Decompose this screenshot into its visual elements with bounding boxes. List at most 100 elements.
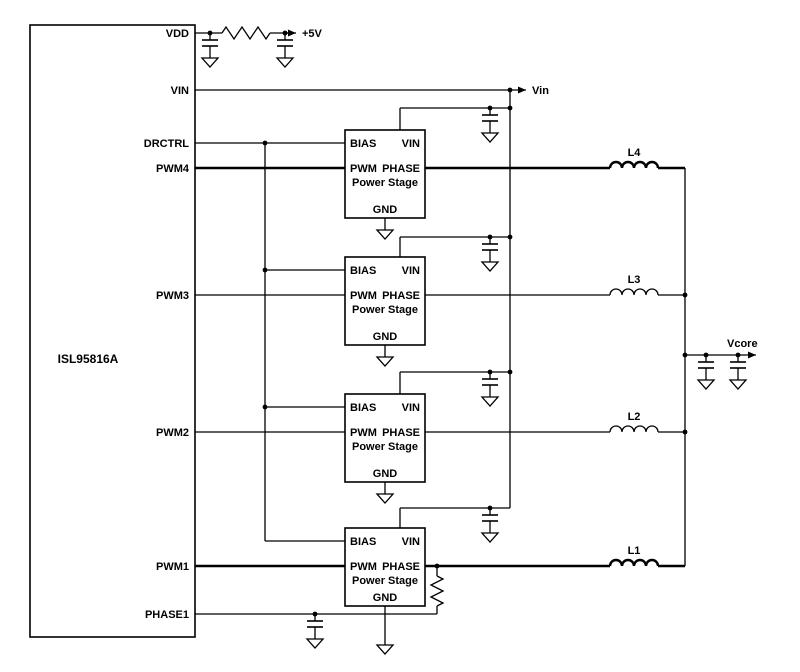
vdd-filter-network: +5V	[195, 25, 323, 68]
pin-label-pwm: PWM	[350, 427, 377, 439]
capacitor-icon	[276, 32, 294, 54]
junction-dot	[262, 267, 268, 273]
junction-dot	[507, 234, 513, 240]
pin-label-phase1: PHASE1	[145, 609, 189, 621]
ground-icon	[276, 52, 294, 68]
controller-outline	[29, 24, 196, 638]
controller-chip: ISL95816A VDD VIN DRCTRL PWM4 PWM3 PWM2 …	[29, 24, 196, 638]
pin-label-gnd: GND	[373, 592, 398, 604]
power-stage-2: BIAS VIN PWM PHASE Power Stage GND	[344, 393, 426, 504]
junction-dot	[487, 105, 493, 111]
phase-output-l2: L2	[425, 411, 685, 433]
power-stage-title: Power Stage	[352, 575, 418, 587]
inductor-label-l2: L2	[628, 411, 641, 423]
controller-name: ISL95816A	[58, 352, 119, 366]
pin-label-pwm1: PWM1	[156, 561, 189, 573]
pin-label-bias: BIAS	[350, 402, 376, 414]
power-stage-4: BIAS VIN PWM PHASE Power Stage GND	[344, 129, 426, 240]
resistor-icon	[221, 25, 271, 41]
power-stage-3: BIAS VIN PWM PHASE Power Stage GND	[344, 256, 426, 367]
junction-dot	[507, 105, 513, 111]
ground-icon	[376, 488, 394, 504]
pin-label-vin: VIN	[402, 402, 420, 414]
junction-dot	[434, 563, 440, 569]
junction-dot	[207, 30, 213, 36]
pin-label-pwm: PWM	[350, 163, 377, 175]
pin-label-bias: BIAS	[350, 265, 376, 277]
pin-label-vin: VIN	[402, 138, 420, 150]
ground-icon	[306, 633, 324, 649]
capacitor-icon	[729, 354, 747, 376]
junction-dot	[262, 140, 268, 146]
ground-icon	[481, 256, 499, 272]
phase-output-l1: L1	[425, 545, 685, 568]
pin-label-phase: PHASE	[382, 163, 420, 175]
pin-label-pwm4: PWM4	[156, 163, 190, 175]
power-stage-1: BIAS VIN PWM PHASE Power Stage GND	[344, 527, 426, 655]
ground-icon	[697, 374, 715, 390]
junction-dot	[487, 505, 493, 511]
ground-icon	[481, 527, 499, 543]
ground-icon	[481, 391, 499, 407]
pin-label-gnd: GND	[373, 331, 398, 343]
net-label-5v: +5V	[302, 28, 323, 40]
pin-label-vin: VIN	[402, 265, 420, 277]
junction-dot	[487, 369, 493, 375]
power-stage-title: Power Stage	[352, 177, 418, 189]
junction-dot	[487, 234, 493, 240]
pin-label-gnd: GND	[373, 468, 398, 480]
pin-label-drctrl: DRCTRL	[144, 138, 189, 150]
pin-label-pwm2: PWM2	[156, 427, 189, 439]
phase1-sense-network	[195, 563, 445, 649]
pwm-lines	[195, 166, 345, 568]
ground-icon	[376, 639, 394, 655]
pin-label-phase: PHASE	[382, 290, 420, 302]
ground-icon	[729, 374, 747, 390]
inductor-label-l3: L3	[628, 274, 641, 286]
pin-label-bias: BIAS	[350, 536, 376, 548]
capacitor-icon	[481, 236, 499, 258]
pin-label-phase: PHASE	[382, 427, 420, 439]
junction-dot	[312, 611, 318, 617]
junction-dot	[682, 429, 688, 435]
junction-dot	[262, 404, 268, 410]
inductor-icon	[609, 288, 659, 296]
pin-label-vin: VIN	[171, 85, 189, 97]
capacitor-icon	[201, 32, 219, 54]
phase-output-l3: L3	[425, 274, 685, 296]
junction-dot	[507, 87, 513, 93]
pin-label-gnd: GND	[373, 204, 398, 216]
capacitor-icon	[481, 107, 499, 129]
inductor-label-l4: L4	[628, 147, 642, 159]
junction-dot	[682, 352, 688, 358]
phase-output-l4: L4	[425, 147, 685, 170]
junction-dot	[682, 292, 688, 298]
net-label-vin: Vin	[532, 85, 549, 97]
drctrl-wires	[195, 142, 345, 542]
net-label-vcore: Vcore	[727, 338, 758, 350]
power-stage-title: Power Stage	[352, 304, 418, 316]
pin-label-phase: PHASE	[382, 561, 420, 573]
ground-icon	[376, 351, 394, 367]
capacitor-icon	[697, 354, 715, 376]
junction-dot	[507, 369, 513, 375]
inductor-icon	[608, 160, 660, 169]
junction-dot	[735, 352, 741, 358]
vin-distribution: Vin	[195, 85, 549, 543]
inductor-icon	[608, 558, 660, 567]
pin-label-vdd: VDD	[166, 28, 189, 40]
capacitor-icon	[481, 507, 499, 529]
inductor-icon	[609, 425, 659, 433]
vcore-output: Vcore	[682, 168, 758, 566]
drctrl-bus	[195, 140, 345, 542]
capacitor-icon	[306, 613, 324, 635]
pin-label-pwm3: PWM3	[156, 290, 189, 302]
inductor-label-l1: L1	[628, 545, 641, 557]
resistor-icon	[429, 575, 445, 607]
pin-label-bias: BIAS	[350, 138, 376, 150]
pin-label-pwm: PWM	[350, 290, 377, 302]
pin-label-pwm: PWM	[350, 561, 377, 573]
pin-label-vin: VIN	[402, 536, 420, 548]
junction-dot	[282, 30, 288, 36]
